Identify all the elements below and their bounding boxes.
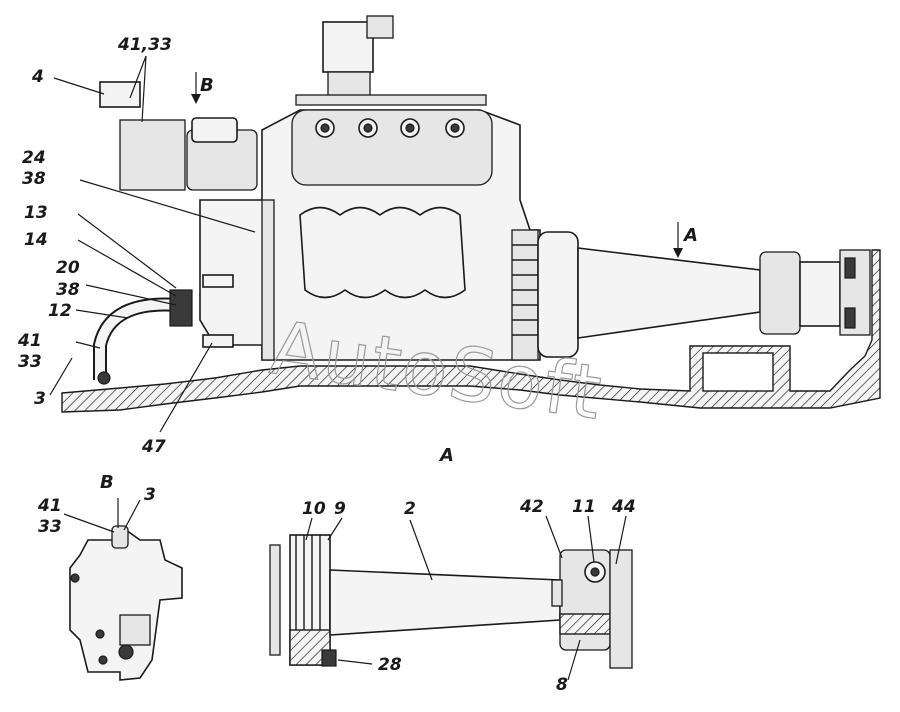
union-13-14 [169,289,193,327]
view-arrows [191,72,683,258]
detail-a-bolt-42 [551,579,563,607]
section-label-a: A [438,445,454,466]
cylinder-lobes [299,206,466,299]
callout-4: 4 [31,67,44,87]
cylinder-head [291,109,493,186]
callout-10: 10 [302,499,326,519]
fitting-4 [99,81,141,108]
coupling-ribs [512,244,538,336]
callout-24: 24 [22,148,46,168]
nipple-lower [202,334,234,348]
callout-9: 9 [334,499,346,519]
detail-a-end-plate [609,549,633,669]
callout-8: 8 [556,675,568,695]
bolt-3 [97,371,111,385]
view-label-a-main: A [682,225,698,246]
detail-a-left-disc [269,544,281,656]
callout-41-b: 41 [37,496,62,516]
detail-b-body [69,528,183,681]
coupling-hub [537,231,579,358]
view-label-b-detail: B [100,472,114,493]
nipples-left [202,274,234,288]
detail-b-boss [119,614,151,646]
front-plate [261,199,275,361]
callout-33-left: 33 [18,352,42,372]
callout-47: 47 [141,437,166,457]
callout-14: 14 [24,230,48,250]
callout-42: 42 [519,497,544,517]
callout-41-33-top: 41,33 [117,35,172,55]
callout-33-b: 33 [38,517,62,537]
governor-block [119,119,186,191]
detail-b-bolt [118,644,134,660]
callout-3-left: 3 [34,389,46,409]
right-hub [799,261,841,327]
callout-38-mid: 38 [56,280,80,300]
frame-base [61,249,881,413]
top-rail [295,94,487,106]
callout-38-top: 38 [22,169,46,189]
filter-cap [191,117,238,143]
leader-lines-main [49,55,256,433]
main-view: AutoSoft [61,15,881,437]
callout-20: 20 [56,258,80,278]
callout-13: 13 [24,203,48,223]
detail-a-bolt-28 [321,649,337,667]
leader-lines-a [305,515,627,681]
detail-a-shaft [329,569,561,636]
callout-28: 28 [378,655,402,675]
callout-41-left: 41 [17,331,42,351]
callout-2: 2 [404,499,416,519]
detail-view-b [69,498,183,681]
top-valve-cap [366,15,394,39]
top-valve-box [322,21,374,73]
bearing-bottom [844,307,856,329]
right-flange [759,251,801,335]
leader-lines-b [63,499,141,533]
frame-window [702,352,774,392]
view-label-b-main: B [200,75,214,96]
callout-12: 12 [48,301,72,321]
callout-3-b: 3 [144,485,156,505]
detail-a-flange-section [559,613,611,635]
detail-b-fitting [111,525,129,549]
bearing-top [844,257,856,279]
detail-view-a [269,534,633,669]
drive-shaft [577,247,761,339]
injection-ports [315,118,465,138]
callout-11: 11 [572,497,596,517]
callout-44: 44 [611,497,636,517]
